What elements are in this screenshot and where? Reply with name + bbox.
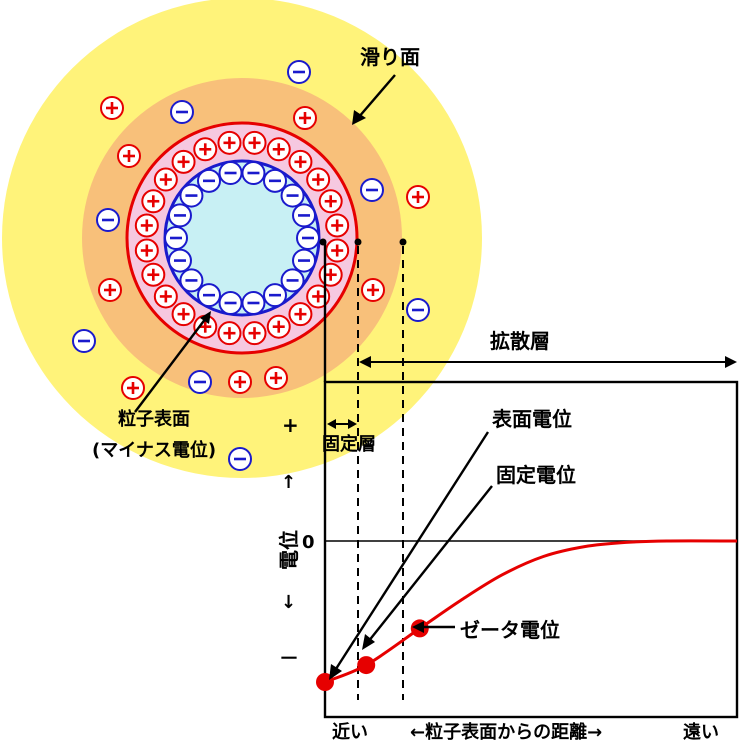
negative-ion-icon (263, 283, 287, 308)
zeta-dot (399, 238, 407, 246)
negative-ion-icon (197, 168, 221, 193)
y-plus-label: + (282, 413, 299, 437)
particle-surface-arrow (134, 317, 207, 413)
positive-ion-icon (100, 96, 124, 120)
negative-ion-icon (218, 290, 243, 315)
positive-ion-icon (306, 284, 331, 309)
particle-surface-label: 粒子表面 (118, 408, 190, 430)
slip-plane-arrowhead (352, 110, 366, 125)
positive-ion-icon (217, 130, 242, 155)
positive-ion-icon (318, 189, 343, 214)
negative-ion-icon (287, 60, 311, 84)
negative-ion-icon (170, 100, 194, 124)
positive-ion-icon (242, 130, 267, 155)
negative-ion-icon (218, 161, 243, 186)
negative-ion-icon (406, 298, 430, 322)
positive-ion-icon (288, 302, 313, 327)
fixed-potential-point (357, 656, 376, 675)
zeta-potential-label: ゼータ電位 (460, 618, 560, 642)
fixed-dot (354, 238, 362, 246)
slip-plane-arrow (357, 74, 396, 119)
positive-ion-icon (325, 238, 350, 263)
positive-ion-icon (134, 213, 159, 238)
positive-ion-icon (266, 314, 291, 339)
positive-ion-icon (171, 302, 196, 327)
chart-frame (323, 380, 739, 719)
y-minus-label: － (279, 646, 299, 670)
surface-potential-label: 表面電位 (492, 407, 572, 431)
potential-markers (316, 619, 429, 691)
positive-ion-icon (141, 189, 166, 214)
positive-ion-icon (117, 144, 141, 168)
positive-ion-icon (153, 167, 178, 192)
positive-ion-icon (171, 149, 196, 174)
negative-ion-icon (96, 208, 120, 232)
particle-surface-arrowhead (200, 311, 211, 324)
negative-ion-icon (179, 268, 204, 293)
negative-ion-icon (228, 447, 252, 471)
positive-ion-icon (228, 370, 252, 394)
negative-ion-icon (188, 370, 212, 394)
particle-surface-sublabel: (マイナス電位) (92, 439, 216, 461)
y-down-arrow: ↓ (281, 592, 296, 613)
positive-ion-icon (361, 278, 385, 302)
fixed-potential-label: 固定電位 (496, 463, 576, 487)
ion-group (72, 60, 430, 471)
y-up-arrow: ↑ (281, 472, 296, 493)
negative-ion-icon (296, 226, 320, 250)
negative-ion-icon (292, 203, 317, 228)
surface-potential-arrowhead (329, 664, 342, 680)
zero-label: 0 (302, 532, 315, 553)
positive-ion-icon (217, 321, 242, 346)
negative-ion-icon (167, 248, 192, 273)
diffuse-layer-label: 拡散層 (490, 329, 550, 353)
potential-curve (324, 539, 738, 684)
negative-ion-icon (197, 283, 221, 308)
negative-ion-icon (263, 168, 287, 193)
x-near-label: 近い (332, 721, 368, 743)
positive-ion-icon (264, 366, 288, 390)
negative-ion-icon (241, 161, 266, 186)
negative-ion-icon (280, 268, 305, 293)
positive-ion-icon (306, 167, 331, 192)
y-axis-label: 電位 (277, 530, 301, 570)
fixed-layer-label: 固定層 (322, 433, 376, 455)
positive-ion-icon (121, 376, 145, 400)
positive-ion-icon (153, 284, 178, 309)
positive-ion-icon (293, 106, 317, 130)
fixed-potential-arrow (367, 485, 493, 643)
positive-ion-icon (406, 185, 430, 209)
positive-ion-icon (98, 278, 122, 302)
x-far-label: 遠い (683, 722, 719, 743)
diffuse-arrow-right (725, 356, 737, 368)
negative-ion-icon (72, 329, 96, 353)
positive-ion-icon (266, 137, 291, 162)
x-axis-label: ←粒子表面からの距離→ (410, 721, 602, 743)
negative-ion-icon (179, 183, 204, 208)
fixed-arrow-left (327, 419, 336, 429)
slip-plane-label: 滑り面 (360, 45, 420, 69)
positive-ion-icon (242, 321, 267, 346)
fixed-potential-arrowhead (362, 634, 375, 650)
negative-ion-icon (360, 178, 384, 202)
diffuse-arrow-left (359, 356, 371, 368)
particle-model (2, 0, 482, 478)
positive-ion-icon (141, 262, 166, 287)
positive-ion-icon (318, 262, 343, 287)
positive-ion-icon (134, 238, 159, 263)
negative-ion-icon (167, 203, 192, 228)
zeta-potential-arrowhead (412, 621, 424, 633)
negative-ion-icon (280, 183, 305, 208)
negative-ion-icon (241, 290, 266, 315)
positive-ion-icon (193, 137, 218, 162)
negative-ion-icon (164, 226, 188, 250)
negative-ion-icon (292, 248, 317, 273)
fixed-arrow-right (348, 419, 357, 429)
positive-ion-icon (288, 149, 313, 174)
positive-ion-icon (325, 213, 350, 238)
potential-chart: 拡散層 固定層 + ↑ 電位 ↓ － 0 表面電位 固定電位 ゼータ電位 近い … (277, 238, 739, 743)
surface-potential-arrow (332, 431, 490, 673)
